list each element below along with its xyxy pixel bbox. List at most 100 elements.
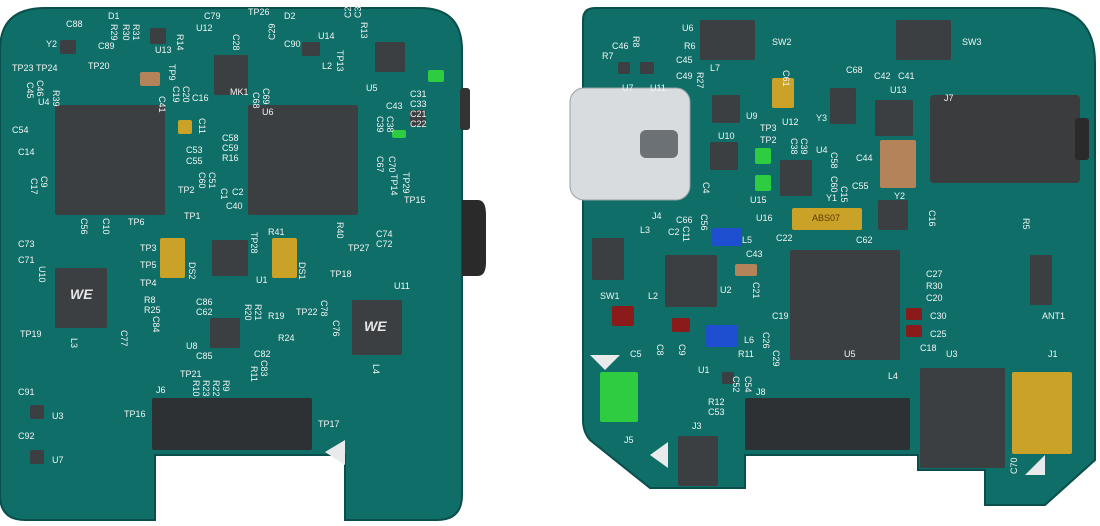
silkscreen-label: TP27 <box>348 243 370 253</box>
silkscreen-label: R41 <box>268 227 285 237</box>
component-body <box>410 110 426 126</box>
connector-j6 <box>152 398 312 450</box>
silkscreen-label: C42 <box>874 71 891 81</box>
silkscreen-label: C46 <box>612 41 629 51</box>
silkscreen-label: C68 <box>846 65 863 75</box>
usb-c-opening <box>640 130 678 158</box>
silkscreen-label: C49 <box>676 71 693 81</box>
silkscreen-label: SW2 <box>772 37 792 47</box>
silkscreen-label: SW3 <box>962 37 982 47</box>
silkscreen-label: R40 <box>335 222 345 239</box>
silkscreen-label: C59 <box>222 143 239 153</box>
silkscreen-label: TP26 <box>248 7 270 17</box>
silkscreen-label: U10 <box>718 131 735 141</box>
silkscreen-label: DS1 <box>297 262 307 280</box>
silkscreen-label: C90 <box>284 39 301 49</box>
silkscreen-label: C77 <box>119 330 129 347</box>
component-body <box>30 450 44 464</box>
silkscreen-label: C58 <box>222 133 239 143</box>
component-body <box>706 325 738 347</box>
silkscreen-label: C38 <box>789 138 799 155</box>
silkscreen-label: R11 <box>249 366 259 382</box>
silkscreen-label: SW1 <box>600 291 620 301</box>
silkscreen-label: R7 <box>602 51 614 61</box>
silkscreen-label: L4 <box>888 371 899 381</box>
silkscreen-label: C19 <box>171 86 181 103</box>
silkscreen-label: R12 <box>708 397 725 407</box>
component-body <box>880 140 916 188</box>
silkscreen-label: TP1 <box>184 211 201 221</box>
component-body <box>60 40 76 54</box>
component-body <box>55 105 165 215</box>
silkscreen-label: R8 <box>144 295 156 305</box>
silkscreen-label: R22 <box>211 380 221 397</box>
silkscreen-label: TP2 <box>760 135 777 145</box>
component-body <box>178 120 192 134</box>
silkscreen-label: TP19 <box>20 329 42 339</box>
component-body <box>160 238 185 278</box>
silkscreen-label: L3 <box>640 225 651 235</box>
component-body <box>790 250 900 360</box>
audio-jack[interactable] <box>930 95 1080 183</box>
silkscreen-label: C53 <box>708 407 725 417</box>
silkscreen-label: C56 <box>79 218 89 235</box>
silkscreen-label: C26 <box>761 332 771 349</box>
pin1-marker <box>590 355 620 370</box>
component-body <box>375 42 405 72</box>
silkscreen-label: TP14 <box>389 174 399 196</box>
component-body <box>735 264 757 276</box>
silkscreen-label: U9 <box>746 111 758 121</box>
silkscreen-label: C45 <box>25 82 35 99</box>
silkscreen-label: U4 <box>816 145 828 155</box>
component-body <box>272 238 297 278</box>
component-body <box>1012 372 1072 454</box>
silkscreen-label: C68 <box>251 92 261 109</box>
silkscreen-label: R30 <box>926 281 943 291</box>
component-body <box>906 325 922 337</box>
silkscreen-label: R31 <box>131 24 141 41</box>
silkscreen-label: C67 <box>375 156 385 173</box>
silkscreen-label: C2 <box>232 187 244 197</box>
silkscreen-label: L5 <box>742 235 753 245</box>
inductor-logo: WE <box>364 318 387 334</box>
silkscreen-label: U12 <box>782 117 799 127</box>
silkscreen-label: C29 <box>267 23 277 40</box>
inductor-logo: WE <box>70 286 93 302</box>
component-body <box>592 238 624 280</box>
component-body <box>712 95 740 123</box>
silkscreen-label: Y2 <box>894 191 906 201</box>
silkscreen-label: R20 <box>243 304 253 321</box>
silkscreen-label: C15 <box>839 186 849 203</box>
silkscreen-label: R23 <box>201 380 211 397</box>
silkscreen-label: C40 <box>226 201 243 211</box>
usb-c-connector[interactable] <box>569 87 691 201</box>
silkscreen-label: U1 <box>698 365 710 375</box>
component-body <box>665 255 717 307</box>
component-body <box>792 208 862 230</box>
component-body <box>906 308 922 320</box>
silkscreen-label: R16 <box>222 153 239 163</box>
silkscreen-label: R19 <box>268 311 285 321</box>
silkscreen-label: C58 <box>829 152 839 169</box>
silkscreen-label: C11 <box>681 226 691 242</box>
component-body <box>214 55 248 95</box>
silkscreen-label: J8 <box>756 387 766 397</box>
silkscreen-label: C10 <box>101 218 111 235</box>
component-body <box>875 100 913 136</box>
silkscreen-label: C21 <box>410 109 427 119</box>
component-body <box>1030 255 1052 305</box>
silkscreen-label: C9 <box>677 344 687 356</box>
silkscreen-label: U12 <box>196 23 213 33</box>
component-body <box>392 130 406 138</box>
silkscreen-label: TP22 <box>296 307 318 317</box>
silkscreen-label: C54 <box>743 376 753 393</box>
component-body <box>600 372 638 422</box>
silkscreen-label: R9 <box>221 380 231 392</box>
silkscreen-label: TP17 <box>318 419 340 429</box>
silkscreen-label: C83 <box>259 360 269 377</box>
component-body <box>618 62 630 74</box>
silkscreen-label: C31 <box>410 89 427 99</box>
silkscreen-label: C27 <box>926 269 943 279</box>
silkscreen-label: C53 <box>186 145 203 155</box>
